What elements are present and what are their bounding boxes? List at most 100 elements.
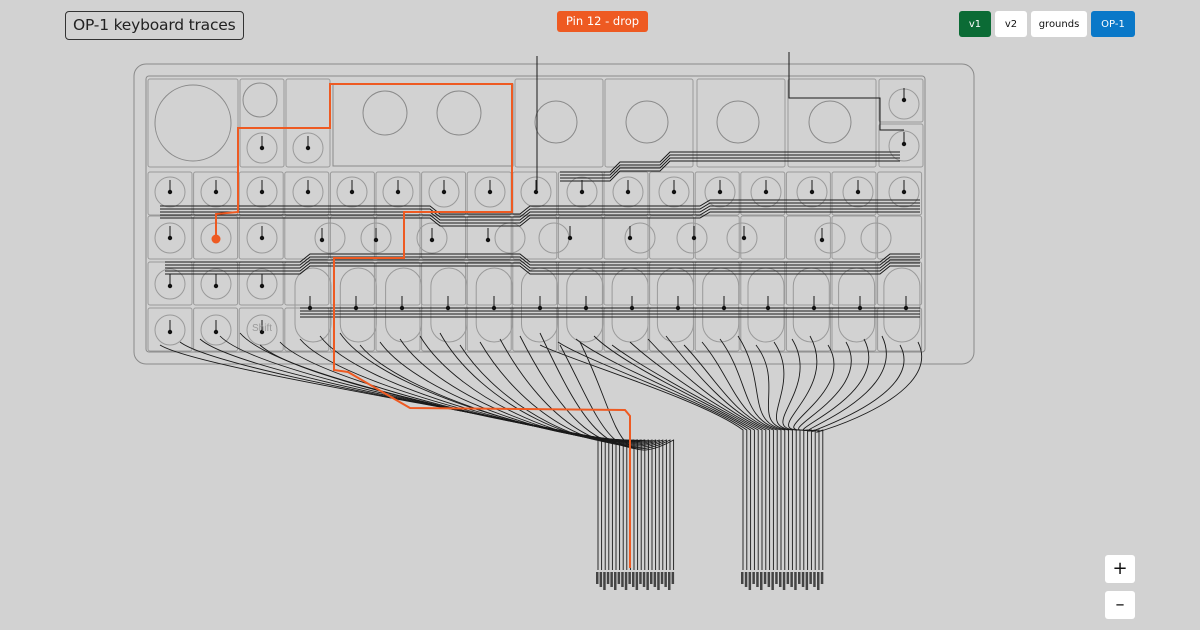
selected-pin-badge: Pin 12 - drop xyxy=(557,11,649,32)
ribbon-trace xyxy=(539,332,667,570)
encoder-orange xyxy=(808,100,852,144)
ribbon-trace xyxy=(199,338,606,570)
ribbon-trace xyxy=(459,344,653,570)
contact-pad xyxy=(307,305,313,311)
contact-pad xyxy=(717,189,723,195)
top-controls xyxy=(154,82,852,167)
op1-button[interactable]: OP-1 xyxy=(1091,11,1135,37)
encoder-blue xyxy=(534,100,578,144)
key-button xyxy=(200,176,232,208)
black-traces xyxy=(160,52,920,332)
contact-pad xyxy=(625,189,631,195)
pin-label xyxy=(664,572,667,587)
ribbon-trace xyxy=(539,344,744,570)
key xyxy=(877,215,923,260)
key xyxy=(740,171,786,216)
ribbon-trace xyxy=(611,344,759,570)
grounds-button[interactable]: grounds xyxy=(1031,11,1087,37)
pin-label xyxy=(635,572,639,590)
v2-button[interactable]: v2 xyxy=(995,11,1027,37)
pin-label xyxy=(782,572,786,590)
tape-reel-right xyxy=(436,90,482,136)
contact-pad xyxy=(811,305,817,311)
contact-pad xyxy=(167,283,173,289)
contact-pad xyxy=(901,141,907,147)
key xyxy=(603,215,649,260)
ribbon-trace xyxy=(793,344,835,570)
zoom-out-button[interactable]: – xyxy=(1105,591,1135,619)
ribbon-trace xyxy=(479,341,657,570)
key xyxy=(831,171,877,216)
ribbon-trace xyxy=(499,338,660,570)
contact-pad xyxy=(809,189,815,195)
contact-pad xyxy=(213,189,219,195)
ribbon-trace xyxy=(683,344,774,570)
ribbon-trace xyxy=(629,341,763,570)
key xyxy=(604,78,694,168)
contact-pad xyxy=(903,305,909,311)
ribbon-trace xyxy=(519,335,664,570)
contact-pad xyxy=(305,145,311,151)
key xyxy=(147,215,193,260)
ribbon-trace xyxy=(319,335,628,570)
ribbon-trace xyxy=(665,335,771,570)
ribbon-trace xyxy=(575,338,752,570)
key-button xyxy=(360,222,392,254)
ribbon-trace xyxy=(339,332,631,570)
pin-label xyxy=(617,572,621,584)
zoom-in-button[interactable]: + xyxy=(1105,555,1135,583)
pin-label xyxy=(752,572,755,584)
contact-pad xyxy=(901,97,907,103)
v1-button[interactable]: v1 xyxy=(959,11,991,37)
contact-pad xyxy=(259,283,265,289)
board-outline xyxy=(133,63,975,365)
pin-label xyxy=(779,572,782,587)
contact-pad xyxy=(259,145,265,151)
selected-pin-pad[interactable] xyxy=(211,234,221,244)
key-button xyxy=(888,176,920,208)
ribbon-trace xyxy=(179,341,603,570)
contact-pad xyxy=(213,283,219,289)
trace xyxy=(165,265,920,275)
key-button xyxy=(416,222,448,254)
ribbon-connector-traces xyxy=(159,332,922,590)
contact-pad xyxy=(819,237,825,243)
contact-pad xyxy=(583,305,589,311)
key xyxy=(878,123,924,168)
ribbon-trace xyxy=(419,335,646,570)
key xyxy=(514,78,604,168)
key-button xyxy=(494,222,526,254)
pin-label xyxy=(628,572,631,584)
contact-pad xyxy=(349,189,355,195)
key-button xyxy=(314,222,346,254)
key-button xyxy=(154,314,186,346)
pin-label xyxy=(653,572,657,587)
pin-label xyxy=(642,572,646,587)
ribbon-trace xyxy=(239,332,613,570)
key xyxy=(193,307,239,352)
contact-pad xyxy=(441,189,447,195)
key xyxy=(694,171,740,216)
ribbon-trace xyxy=(802,338,870,570)
volume-knob xyxy=(242,82,278,118)
key-button xyxy=(750,176,782,208)
pin-label xyxy=(813,572,816,587)
key-button xyxy=(246,314,278,346)
pin-label xyxy=(741,572,744,584)
key xyxy=(696,78,786,168)
pin-label xyxy=(748,572,752,590)
contact-pad xyxy=(487,189,493,195)
contact-pad xyxy=(741,235,747,241)
trace xyxy=(165,256,920,266)
contact-pad xyxy=(373,237,379,243)
key xyxy=(147,307,193,352)
key xyxy=(329,215,375,260)
ribbon-trace xyxy=(439,332,649,570)
contact-pad xyxy=(259,189,265,195)
contact-pad xyxy=(429,237,435,243)
piano-key xyxy=(385,267,423,343)
ribbon-trace xyxy=(593,335,755,570)
ribbon-trace xyxy=(782,338,801,570)
tape-reel-left xyxy=(362,90,408,136)
